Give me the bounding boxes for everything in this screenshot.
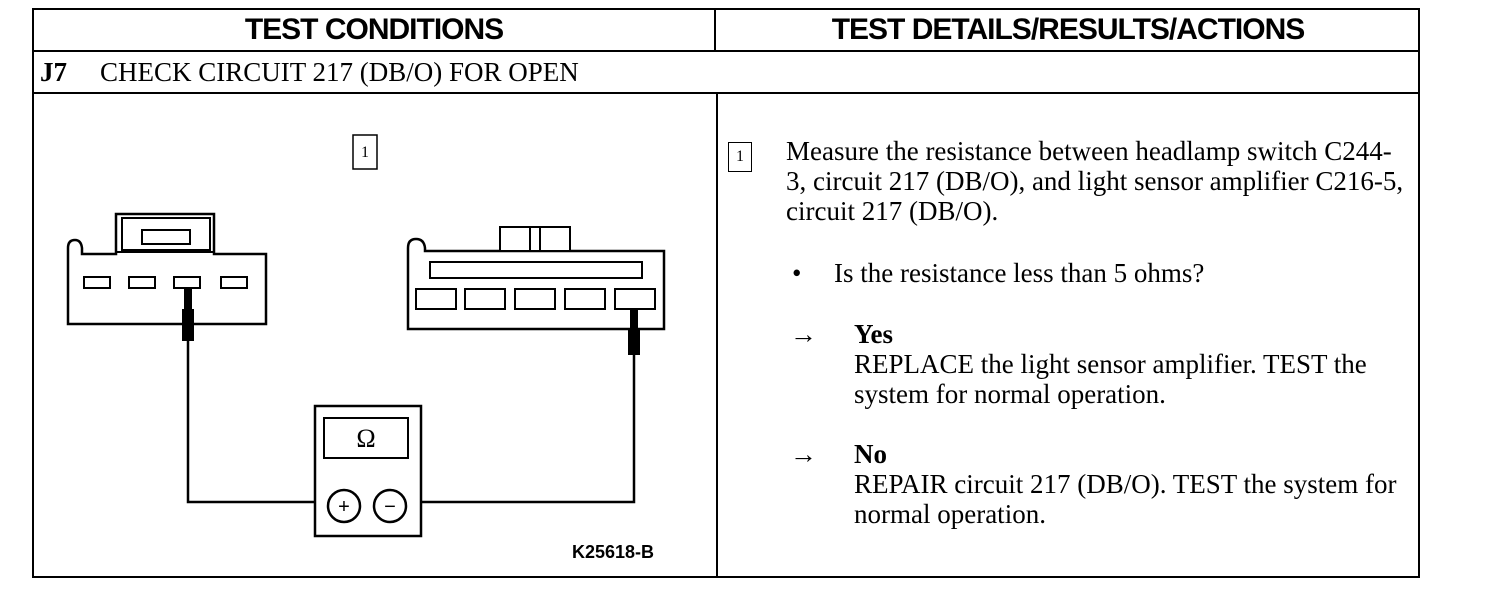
test-diagram: 1 bbox=[34, 94, 716, 578]
positive-terminal bbox=[326, 488, 362, 524]
ohmmeter: Ω + − bbox=[313, 404, 423, 538]
step-divider bbox=[34, 92, 1418, 94]
figure-id: K25618-B bbox=[572, 542, 655, 562]
result-yes: → Yes REPLACE the light sensor amplifier… bbox=[790, 319, 1410, 409]
diagram-callout-box: 1 bbox=[352, 134, 378, 170]
question-text: Is the resistance less than 5 ohms? bbox=[834, 258, 1205, 288]
header-test-details: TEST DETAILS/RESULTS/ACTIONS bbox=[831, 13, 1306, 46]
column-divider bbox=[716, 94, 718, 578]
headlamp-switch-connector bbox=[66, 212, 268, 326]
header-divider bbox=[34, 50, 1418, 52]
details-callout-box: 1 bbox=[728, 142, 752, 172]
bullet: • bbox=[792, 258, 802, 288]
question-line: • Is the resistance less than 5 ohms? bbox=[792, 258, 1204, 288]
light-sensor-amplifier-connector bbox=[406, 226, 666, 331]
step-title-row: J7 CHECK CIRCUIT 217 (DB/O) FOR OPEN bbox=[34, 52, 1418, 92]
arrow-icon: → bbox=[790, 319, 817, 349]
svg-text:+: + bbox=[338, 496, 350, 518]
arrow-icon: → bbox=[790, 439, 817, 469]
left-probe bbox=[182, 289, 194, 341]
connector-meter-diagram: 1 bbox=[66, 134, 666, 538]
test-leads bbox=[186, 341, 636, 504]
step-title: CHECK CIRCUIT 217 (DB/O) FOR OPEN bbox=[100, 56, 579, 87]
test-details: 1 Measure the resistance between headlam… bbox=[718, 94, 1420, 578]
negative-terminal bbox=[372, 488, 408, 524]
header-test-conditions: TEST CONDITIONS bbox=[34, 10, 716, 50]
step-number: J7 bbox=[40, 56, 67, 87]
result-no: → No REPAIR circuit 217 (DB/O). TEST the… bbox=[790, 439, 1410, 529]
svg-text:1: 1 bbox=[361, 144, 369, 161]
test-step-sheet: TEST CONDITIONS TEST DETAILS/RESULTS/ACT… bbox=[32, 8, 1420, 578]
result-yes-label: Yes bbox=[854, 319, 893, 349]
ohm-symbol: Ω bbox=[356, 424, 375, 453]
result-no-action: REPAIR circuit 217 (DB/O). TEST the syst… bbox=[854, 469, 1397, 529]
measurement-instruction: Measure the resistance between headlamp … bbox=[786, 136, 1404, 226]
result-no-label: No bbox=[854, 439, 887, 469]
result-yes-action: REPLACE the light sensor amplifier. TEST… bbox=[854, 349, 1367, 409]
right-probe bbox=[628, 309, 640, 355]
svg-text:−: − bbox=[384, 496, 396, 518]
